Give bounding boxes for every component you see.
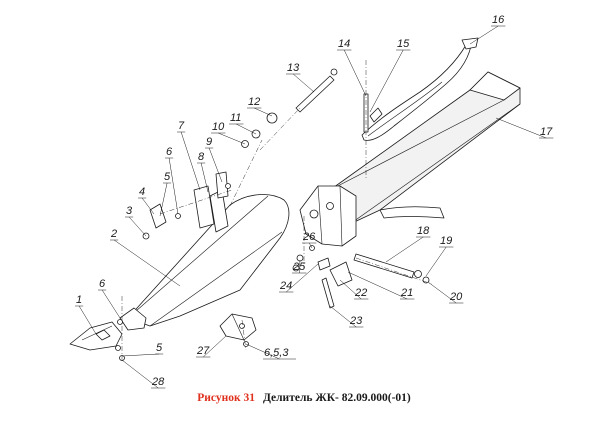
leader-c10 [218,132,246,145]
callout-c1: 1 [76,294,82,306]
tip-fasteners [115,319,249,361]
callout-c26: 26 [302,231,316,243]
callout-c13: 13 [287,62,300,74]
callout-c22: 22 [354,287,367,299]
leader-c27 [203,335,227,358]
leader-c9 [208,147,223,183]
callout-c7: 7 [178,120,185,132]
leader-c13 [293,73,315,93]
callout-c25: 25 [292,261,306,273]
callout-c19: 19 [440,235,452,247]
leader-c12 [254,107,273,117]
callout-c20: 20 [449,291,463,303]
part-1-tip-shoe [69,321,123,351]
leader-c14 [343,49,367,97]
callout-c11: 11 [230,112,241,124]
callout-c3: 3 [126,205,133,217]
leader-c7 [180,131,201,191]
leader-c2 [113,239,181,287]
callout-c653: 6,5,3 [264,347,289,359]
callout-c4: 4 [139,186,145,198]
leader-c5b [121,353,160,357]
callout-c5a: 5 [164,171,171,183]
parts-18-25-shaft-linkage [292,245,430,309]
leader-c22 [339,279,362,300]
part-27-bracket [219,313,257,341]
leader-c25 [298,259,301,274]
callout-c10: 10 [212,121,225,133]
leader-c19 [425,246,447,277]
callout-c28: 28 [151,376,165,388]
callout-c24: 24 [279,280,292,292]
callout-c8: 8 [198,151,205,163]
leader-c11 [236,123,257,135]
leader-c23 [329,305,357,328]
parts-10-11-12-13-rod-hardware [241,68,338,148]
callout-c9: 9 [206,136,212,148]
callout-c6b: 6 [99,278,106,290]
figure-number: Рисунок 31 [197,392,255,404]
leader-c6b [101,289,121,319]
callout-c2: 2 [110,228,117,240]
leader-c21 [347,271,408,300]
leader-c28 [121,359,159,389]
callout-c14: 14 [338,38,350,50]
part-2-divider-cone [119,194,290,331]
callout-c15: 15 [397,38,410,50]
leader-c17 [495,117,547,139]
leader-c8 [200,162,209,193]
callout-c6a: 6 [166,146,173,158]
parts-6-7-8-9-mount-plates [142,171,231,240]
leader-c20 [427,281,457,304]
leader-c5a [159,182,168,217]
callout-c17: 17 [540,126,553,138]
part-16-upper-plate [361,37,479,141]
leader-c6a [168,157,179,215]
callout-c23: 23 [349,315,363,327]
callout-c5b: 5 [156,342,163,354]
callout-c27: 27 [196,345,210,357]
callout-c12: 12 [248,96,260,108]
leader-c24 [286,263,319,293]
leader-c15 [369,49,404,113]
callout-c16: 16 [492,14,505,26]
assembly-axes [121,60,433,362]
callout-c21: 21 [400,287,413,299]
figure-title: Делитель ЖК- 82.09.000(-01) [263,392,411,404]
callout-c18: 18 [417,225,430,237]
leader-c3 [128,216,147,237]
leader-c26 [308,242,313,249]
part-17-long-housing [299,71,521,247]
figure-caption: Рисунок 31 Делитель ЖК- 82.09.000(-01) [197,388,411,405]
callout-leaders [75,25,554,389]
leader-c653 [245,343,280,360]
leader-c18 [385,236,424,263]
leader-c1 [78,305,97,335]
leader-c16 [469,25,499,45]
leader-c4 [141,197,155,215]
